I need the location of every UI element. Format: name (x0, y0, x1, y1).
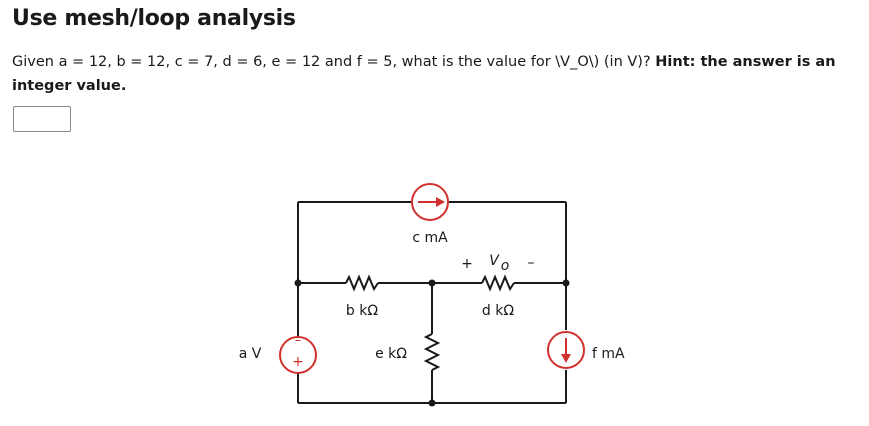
question-hint: Hint: the answer is an integer value. (12, 54, 836, 94)
voltage-source-plus: + (292, 354, 304, 370)
current-source-top-icon (411, 183, 449, 221)
label-source-top: c mA (412, 230, 448, 246)
label-res-b: b kΩ (346, 303, 378, 319)
voltage-source-minus: – (295, 333, 302, 348)
vo-label: V (489, 253, 500, 269)
label-res-e: e kΩ (375, 346, 407, 362)
junction-dot-right (562, 279, 570, 287)
page-title: Use mesh/loop analysis (12, 6, 296, 31)
voltage-source-icon: – + (279, 333, 317, 374)
label-voltage-source: a V (239, 346, 262, 362)
junction-dot-bottom (428, 399, 436, 407)
vo-subscript: o (501, 258, 510, 274)
question-body: Given a = 12, b = 12, c = 7, d = 6, e = … (12, 54, 651, 70)
junction-dot-center (428, 279, 436, 287)
resistor-e (423, 333, 441, 371)
resistor-b (345, 274, 379, 292)
resistor-d (481, 274, 515, 292)
label-current-source-right: f mA (592, 346, 625, 362)
current-source-right-icon (547, 331, 585, 369)
answer-input[interactable] (13, 106, 71, 132)
vo-minus-sign: – (528, 255, 535, 271)
label-res-d: d kΩ (482, 303, 514, 319)
junction-dot-left (294, 279, 302, 287)
question-text: Given a = 12, b = 12, c = 7, d = 6, e = … (12, 50, 852, 98)
vo-plus-sign: + (461, 256, 473, 272)
